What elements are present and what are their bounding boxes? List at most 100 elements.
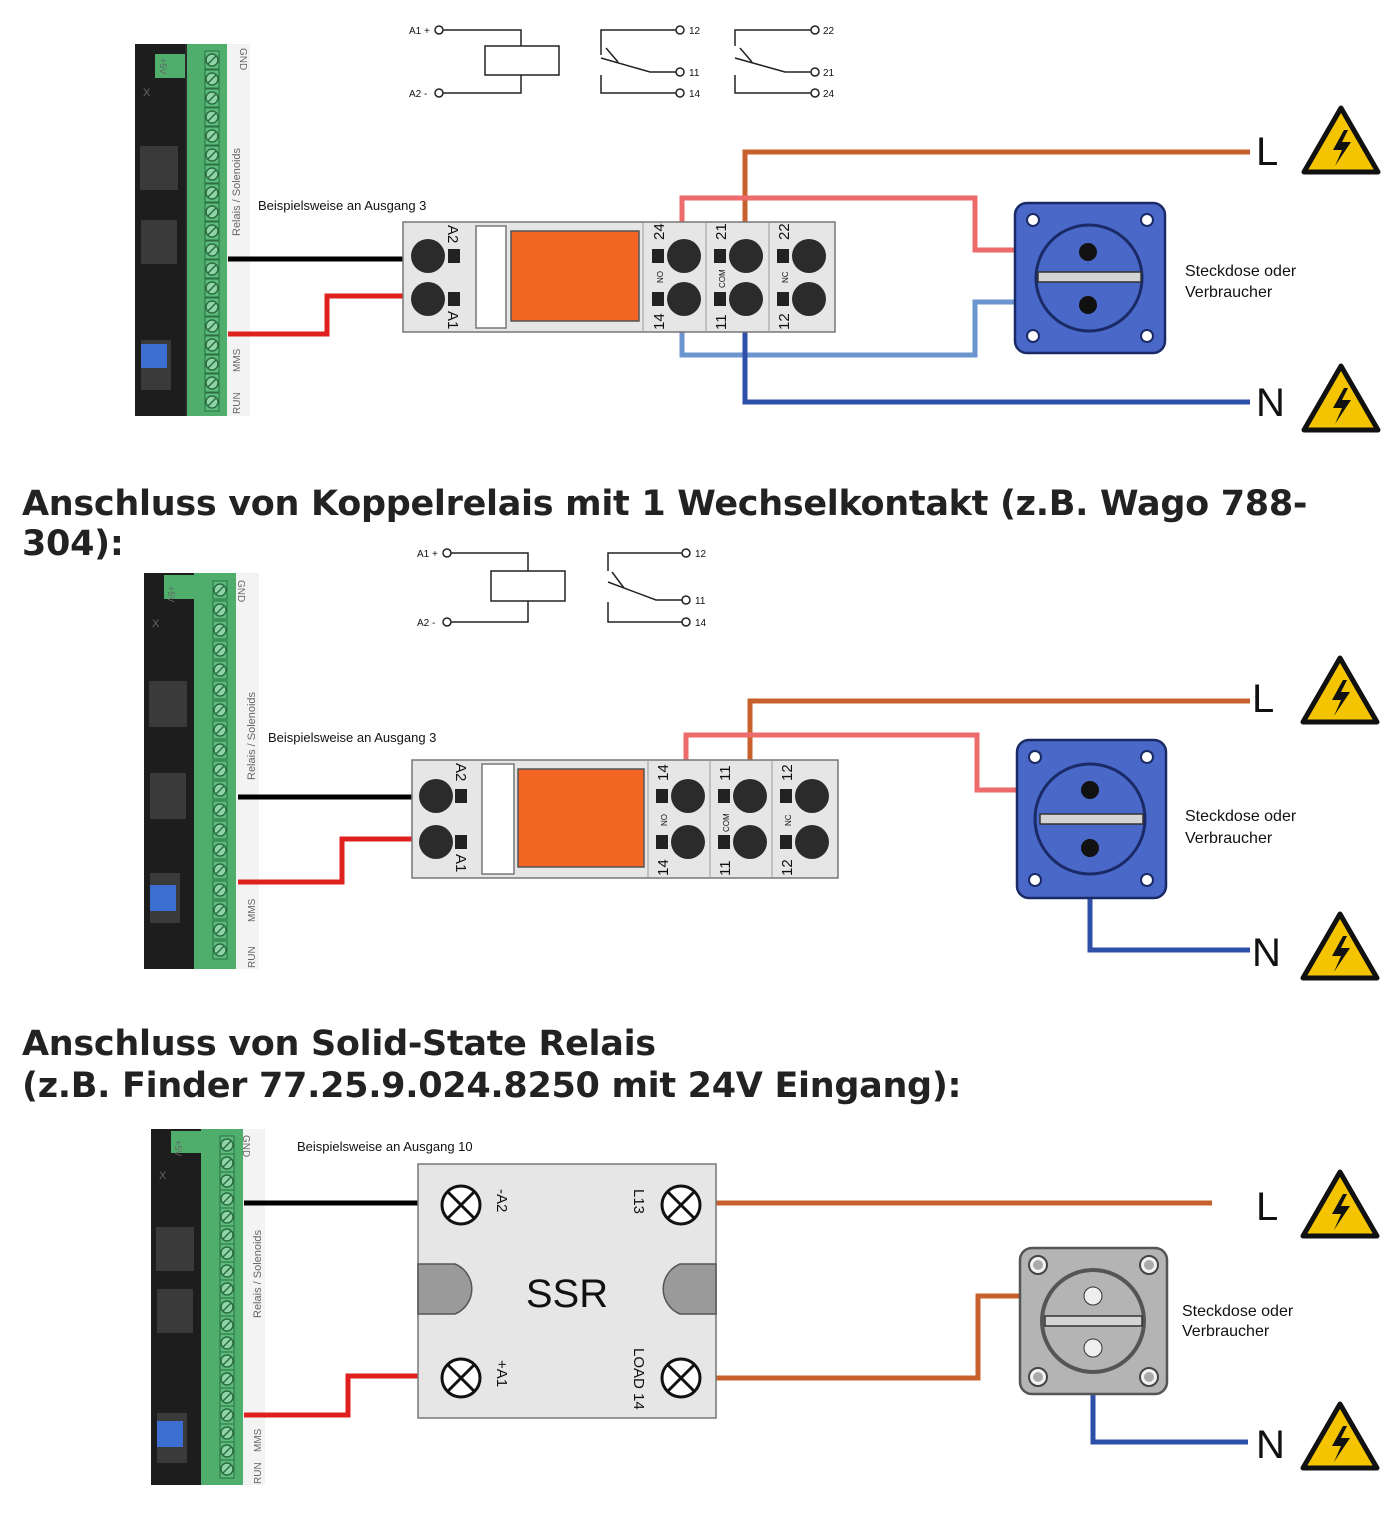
ssr-a1-label: +A1 bbox=[493, 1360, 510, 1387]
example-output-label-1: Beispielsweise an Ausgang 3 bbox=[258, 198, 426, 213]
schem-a1-label: A1 + bbox=[409, 26, 430, 37]
schem-12-label: 12 bbox=[689, 26, 701, 37]
section3-heading-line2: (z.B. Finder 77.25.9.024.8250 mit 24V Ei… bbox=[22, 1066, 962, 1106]
section-3: X Relais / Solenoids MMS RUN GND +5V Bei… bbox=[151, 1129, 1377, 1485]
relay2-com-label: COM bbox=[722, 813, 731, 832]
relay1-11-label: 11 bbox=[713, 314, 730, 330]
pcb-run-label: RUN bbox=[253, 1462, 264, 1484]
pcb-x-label: X bbox=[159, 1170, 167, 1182]
socket-label-3a: Steckdose oder bbox=[1182, 1303, 1294, 1320]
solid-state-relay: SSR bbox=[417, 1163, 717, 1419]
pcb-x-label: X bbox=[143, 87, 151, 99]
relay1-no-label: NO bbox=[656, 271, 665, 283]
socket-label-1b: Verbraucher bbox=[1185, 284, 1273, 301]
relay1-com-label: COM bbox=[718, 269, 727, 288]
relay1-a2-label: A2 bbox=[444, 225, 461, 243]
socket-1 bbox=[1013, 201, 1167, 355]
relay2-11-label: 11 bbox=[717, 765, 734, 781]
warning-icon bbox=[1303, 1404, 1377, 1468]
schem-a2-label: A2 - bbox=[409, 89, 427, 100]
pcb-terminals-3 bbox=[219, 1135, 235, 1479]
pcb-run-label: RUN bbox=[232, 392, 243, 414]
relay2-a1-label: A1 bbox=[452, 854, 469, 872]
example-output-label-2: Beispielsweise an Ausgang 3 bbox=[268, 730, 436, 745]
coupling-relay-2 bbox=[411, 759, 839, 879]
socket-label-1a: Steckdose oder bbox=[1185, 263, 1297, 280]
pcb-run-label: RUN bbox=[247, 946, 258, 968]
relay2-11b-label: 11 bbox=[717, 860, 734, 876]
pcb-x-label: X bbox=[152, 618, 160, 630]
pcb-gnd-label: GND bbox=[235, 580, 246, 602]
warning-icon bbox=[1303, 914, 1377, 978]
relay1-a1-label: A1 bbox=[444, 311, 461, 329]
controller-pcb-1: X bbox=[135, 44, 250, 416]
socket-3 bbox=[1018, 1246, 1169, 1396]
schem-14-label: 14 bbox=[689, 89, 701, 100]
relay-schematic-2 bbox=[442, 548, 691, 627]
section3-heading-line1: Anschluss von Solid-State Relais bbox=[22, 1024, 656, 1064]
schem-21-label: 21 bbox=[823, 68, 835, 79]
pcb-gnd-label: GND bbox=[237, 48, 248, 70]
pcb-terminals-1 bbox=[204, 50, 220, 412]
phase-label-2: L bbox=[1252, 677, 1274, 721]
relay2-nc-label: NC bbox=[784, 814, 793, 826]
pcb-5v-label: +5V bbox=[158, 58, 168, 74]
neutral-label-3: N bbox=[1256, 1423, 1285, 1467]
schem-11-label: 11 bbox=[689, 68, 700, 79]
relay1-22-label: 22 bbox=[776, 223, 793, 240]
example-output-label-3: Beispielsweise an Ausgang 10 bbox=[297, 1139, 473, 1154]
pcb-relais-label: Relais / Solenoids bbox=[246, 691, 258, 780]
socket-2 bbox=[1015, 738, 1168, 900]
coupling-relay-1 bbox=[402, 221, 836, 333]
warning-icon bbox=[1304, 108, 1378, 172]
relay1-14-label: 14 bbox=[651, 313, 668, 330]
relay2-12-label: 12 bbox=[779, 764, 796, 781]
pcb-5v-label: +5V bbox=[166, 586, 176, 602]
schem-11-label: 11 bbox=[695, 596, 706, 607]
section-1: X Relais / Solenoids MMS RUN GND +5V Bei… bbox=[135, 25, 1378, 430]
schem-24-label: 24 bbox=[823, 89, 835, 100]
relay2-14-label: 14 bbox=[655, 764, 672, 781]
ssr-label: SSR bbox=[526, 1272, 608, 1316]
section-2: X Relais / Solenoids MMS RUN GND +5V Bei… bbox=[144, 548, 1377, 978]
warning-icon bbox=[1303, 1172, 1377, 1236]
ssr-a2-label: -A2 bbox=[493, 1189, 510, 1212]
relay-schematic-1 bbox=[434, 25, 820, 98]
pcb-gnd-label: GND bbox=[240, 1135, 251, 1157]
controller-pcb-3: X bbox=[151, 1129, 265, 1485]
schem-a2-label: A2 - bbox=[417, 618, 435, 629]
schem-22-label: 22 bbox=[823, 26, 835, 37]
pcb-terminals-2 bbox=[212, 580, 228, 960]
ssr-l13-label: L13 bbox=[630, 1189, 647, 1214]
relay1-24-label: 24 bbox=[651, 223, 668, 240]
pcb-relais-label: Relais / Solenoids bbox=[252, 1229, 264, 1318]
relay2-12b-label: 12 bbox=[779, 859, 796, 876]
neutral-label-1: N bbox=[1256, 381, 1285, 425]
phase-label-3: L bbox=[1256, 1185, 1278, 1229]
socket-label-2b: Verbraucher bbox=[1185, 830, 1273, 847]
schem-14-label: 14 bbox=[695, 618, 707, 629]
warning-icon bbox=[1304, 366, 1378, 430]
socket-label-2a: Steckdose oder bbox=[1185, 808, 1297, 825]
pcb-mms-label: MMS bbox=[253, 1428, 264, 1452]
relay1-21-label: 21 bbox=[713, 223, 730, 240]
schem-a1-label: A1 + bbox=[417, 549, 438, 560]
socket-label-3b: Verbraucher bbox=[1182, 1323, 1270, 1340]
controller-pcb-2: X bbox=[144, 573, 259, 969]
neutral-label-2: N bbox=[1252, 931, 1281, 975]
phase-label-1: L bbox=[1256, 130, 1278, 174]
pcb-5v-label: +5V bbox=[173, 1140, 183, 1156]
section2-heading: Anschluss von Koppelrelais mit 1 Wechsel… bbox=[22, 484, 1308, 564]
pcb-mms-label: MMS bbox=[247, 898, 258, 922]
warning-icon bbox=[1303, 658, 1377, 722]
relay1-nc-label: NC bbox=[781, 271, 790, 283]
relay2-a2-label: A2 bbox=[452, 763, 469, 781]
relay2-no-label: NO bbox=[660, 814, 669, 826]
relay2-14b-label: 14 bbox=[655, 859, 672, 876]
ssr-load-label: LOAD 14 bbox=[630, 1348, 647, 1410]
pcb-relais-label: Relais / Solenoids bbox=[231, 147, 243, 236]
schem-12-label: 12 bbox=[695, 549, 707, 560]
pcb-mms-label: MMS bbox=[232, 348, 243, 372]
relay1-12-label: 12 bbox=[776, 313, 793, 330]
